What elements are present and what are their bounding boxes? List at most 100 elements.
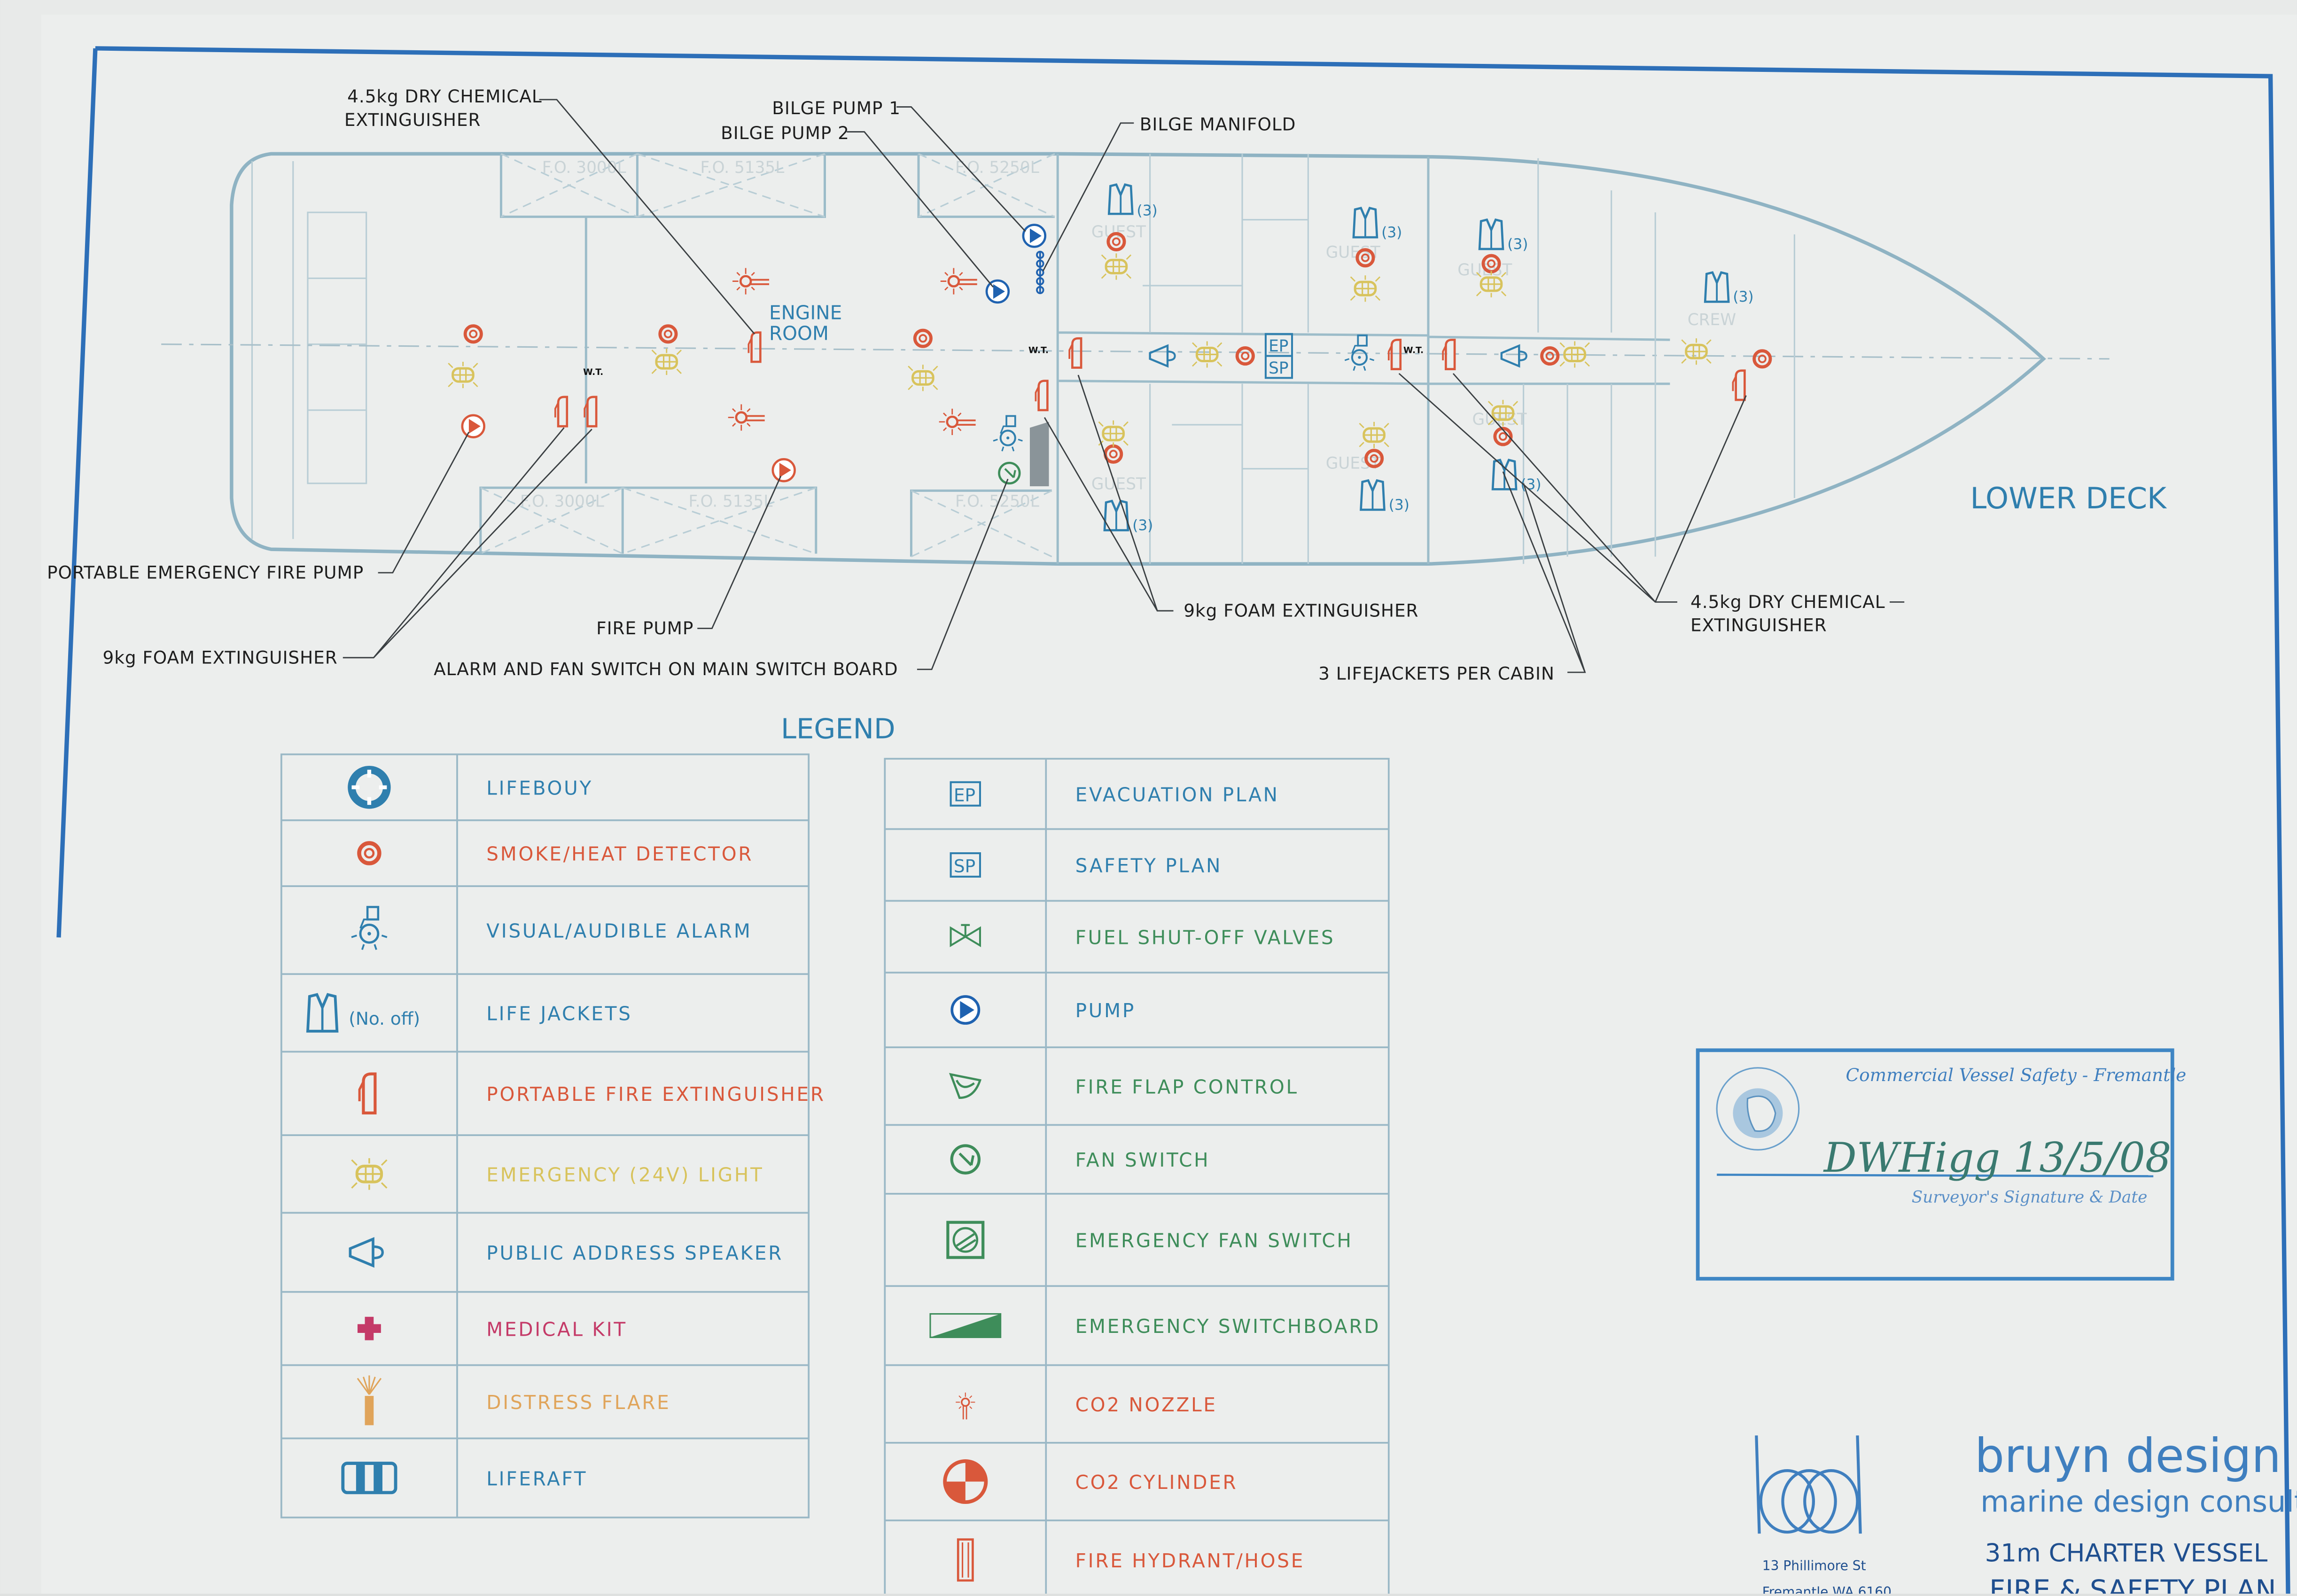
deck-label: LOWER DECK <box>1970 481 2168 515</box>
legend-left-row: PUBLIC ADDRESS SPEAKER <box>281 1212 809 1266</box>
legend-label: EMERGENCY (24V) LIGHT <box>486 1163 763 1186</box>
fire-pump-icon <box>773 459 795 481</box>
legend-right-row: EMERGENCY SWITCHBOARD <box>885 1285 1389 1338</box>
bruyn-design-logo <box>1755 1435 1862 1534</box>
emergency-fan-switch-icon <box>946 1221 985 1259</box>
safety-plan-icon: SP <box>950 852 981 878</box>
legend-label: PUBLIC ADDRESS SPEAKER <box>486 1242 783 1264</box>
co2-cylinder-icon <box>943 1459 988 1504</box>
legend-left-row: VISUAL/AUDIBLE ALARM <box>281 885 809 950</box>
svg-text:EP: EP <box>954 785 975 805</box>
evacuation-plan-icon: EP <box>950 781 981 807</box>
callout-alarm-fan-switch: ALARM AND FAN SWITCH ON MAIN SWITCH BOAR… <box>434 659 898 679</box>
fire-hydrant-icon <box>957 1538 974 1582</box>
drawing-title: FIRE & SAFETY PLAN <box>1989 1573 2276 1594</box>
surveyor-signature: DWHigg 13/5/08 <box>1823 1134 2172 1182</box>
legend-right-row: EP EVACUATION PLAN <box>950 781 1279 807</box>
legend-note: (No. off) <box>349 1008 420 1029</box>
legend-label: FUEL SHUT-OFF VALVES <box>1075 926 1335 949</box>
callout-dry-chemical-fwd: 4.5kg DRY CHEMICAL <box>1690 592 1885 612</box>
stamp-authority: Commercial Vessel Safety - Fremantle <box>1846 1065 2187 1085</box>
legend-label: SAFETY PLAN <box>1075 855 1222 877</box>
blue-border <box>56 46 2290 1594</box>
fire-flap-icon <box>949 1073 982 1099</box>
engine-room-label: ROOM <box>769 322 829 344</box>
ep-sp-plans: EP SP <box>1264 333 1293 379</box>
legend-right-row: PUMP <box>885 972 1389 1023</box>
callouts: 4.5kg DRY CHEMICAL EXTINGUISHER BILGE PU… <box>47 86 1905 684</box>
legend-label: SMOKE/HEAT DETECTOR <box>486 843 753 865</box>
legend-title: LEGEND <box>781 712 895 745</box>
legend-label: EMERGENCY SWITCHBOARD <box>1075 1315 1381 1338</box>
address-line: 13 Phillimore St <box>1762 1558 1866 1573</box>
pump-icon <box>952 997 979 1023</box>
tank-label: F.O. 3000L <box>542 158 626 177</box>
legend-label: FIRE HYDRANT/HOSE <box>1075 1549 1305 1572</box>
legend-right-table: EP EVACUATION PLAN SP SAFETY PLAN FUEL SHUT-… <box>884 758 1390 1596</box>
legend-left-row: SMOKE/HEAT DETECTOR <box>281 819 809 865</box>
legend-left-row: MEDICAL KIT <box>281 1291 809 1340</box>
callout-fire-pump: FIRE PUMP <box>596 618 693 638</box>
legend-label: FIRE FLAP CONTROL <box>1075 1075 1299 1098</box>
callout-lifejackets-per-cabin: 3 LIFEJACKETS PER CABIN <box>1318 663 1555 684</box>
legend-left-row: LIFEBOUY <box>352 770 591 805</box>
lifejacket-count: (3) <box>1507 236 1528 253</box>
company-tagline: marine design consultants <box>1980 1484 2297 1518</box>
legend-label: DISTRESS FLARE <box>486 1391 670 1414</box>
legend-label: CO2 CYLINDER <box>1075 1471 1238 1494</box>
legend-left-row: EMERGENCY (24V) LIGHT <box>281 1134 809 1190</box>
lifejacket-count: (3) <box>1137 202 1158 219</box>
legend-label: LIFERAFT <box>486 1467 587 1490</box>
lower-deck-plan: F.O. 3000L F.O. 5135L F.O. 5250L F.O. 30… <box>161 152 2168 566</box>
callout-emergency-fire-pump: PORTABLE EMERGENCY FIRE PUMP <box>47 562 364 583</box>
tank-label: F.O. 5135L <box>701 158 785 177</box>
safety-plan-icon: SP <box>1269 359 1288 378</box>
fuel-tanks: F.O. 3000L F.O. 5135L F.O. 5250L F.O. 30… <box>479 153 1055 558</box>
emergency-fire-pump-icon <box>462 415 484 437</box>
tank-label: F.O. 5250L <box>955 492 1039 511</box>
callout-dry-chemical-fwd: EXTINGUISHER <box>1690 615 1827 636</box>
legend-right-row: SP SAFETY PLAN <box>885 828 1389 878</box>
legend-right-row: FUEL SHUT-OFF VALVES <box>885 900 1389 949</box>
callout-bilge-pump-2: BILGE PUMP 2 <box>721 123 849 143</box>
survey-stamp: Commercial Vessel Safety - Fremantle DWH… <box>1696 1048 2187 1281</box>
fuel-valve-icon <box>950 924 981 948</box>
legend-label: MEDICAL KIT <box>486 1318 627 1340</box>
lifejacket-count: (3) <box>1733 288 1753 305</box>
legend-right-row: CO2 NOZZLE <box>885 1364 1389 1419</box>
address-line: Fremantle WA 6160 <box>1762 1584 1892 1594</box>
tank-label: F.O. 5135L <box>689 492 773 511</box>
legend-label: FAN SWITCH <box>1075 1149 1210 1171</box>
bilge-manifold-icon <box>1036 250 1044 295</box>
legend-label: EVACUATION PLAN <box>1075 783 1279 806</box>
cabin-label: GUEST <box>1326 454 1381 473</box>
bilge-pump-1-icon <box>1023 225 1045 247</box>
tank-label: F.O. 5250L <box>955 158 1039 177</box>
liferaft-icon <box>341 1462 397 1495</box>
wt-door-label: W.T. <box>1403 345 1424 355</box>
wt-door-label: W.T. <box>583 367 603 377</box>
legend-label: CO2 NOZZLE <box>1075 1394 1217 1416</box>
engine-room-label: ENGINE <box>769 302 842 324</box>
callout-bilge-manifold: BILGE MANIFOLD <box>1140 114 1296 134</box>
title-block: bruyn design marine design consultants 1… <box>1755 1428 2297 1596</box>
callout-bilge-pump-1: BILGE PUMP 1 <box>772 98 901 118</box>
emergency-switchboard-icon <box>929 1313 1002 1338</box>
company-name: bruyn design <box>1975 1428 2281 1483</box>
callout-dry-chemical-aft: EXTINGUISHER <box>344 109 481 130</box>
legend-label: LIFE JACKETS <box>486 1002 632 1025</box>
lifejacket-count: (3) <box>1381 224 1402 241</box>
evacuation-plan-icon: EP <box>1269 337 1288 356</box>
legend-label: PUMP <box>1075 999 1136 1022</box>
lifejacket-count: (3) <box>1132 517 1153 534</box>
vessel-name: 31m CHARTER VESSEL <box>1985 1539 2268 1567</box>
legend-label: PORTABLE FIRE EXTINGUISHER <box>486 1083 825 1106</box>
legend-right-row: EMERGENCY FAN SWITCH <box>885 1193 1389 1259</box>
government-seal <box>1716 1067 1800 1151</box>
legend-right-row: CO2 CYLINDER <box>885 1442 1389 1504</box>
life-jackets: (3) (3) (3) (3) (3) (3) (3) <box>1105 185 1754 534</box>
legend-label: EMERGENCY FAN SWITCH <box>1075 1230 1353 1252</box>
medical-kit-icon <box>357 1316 381 1340</box>
